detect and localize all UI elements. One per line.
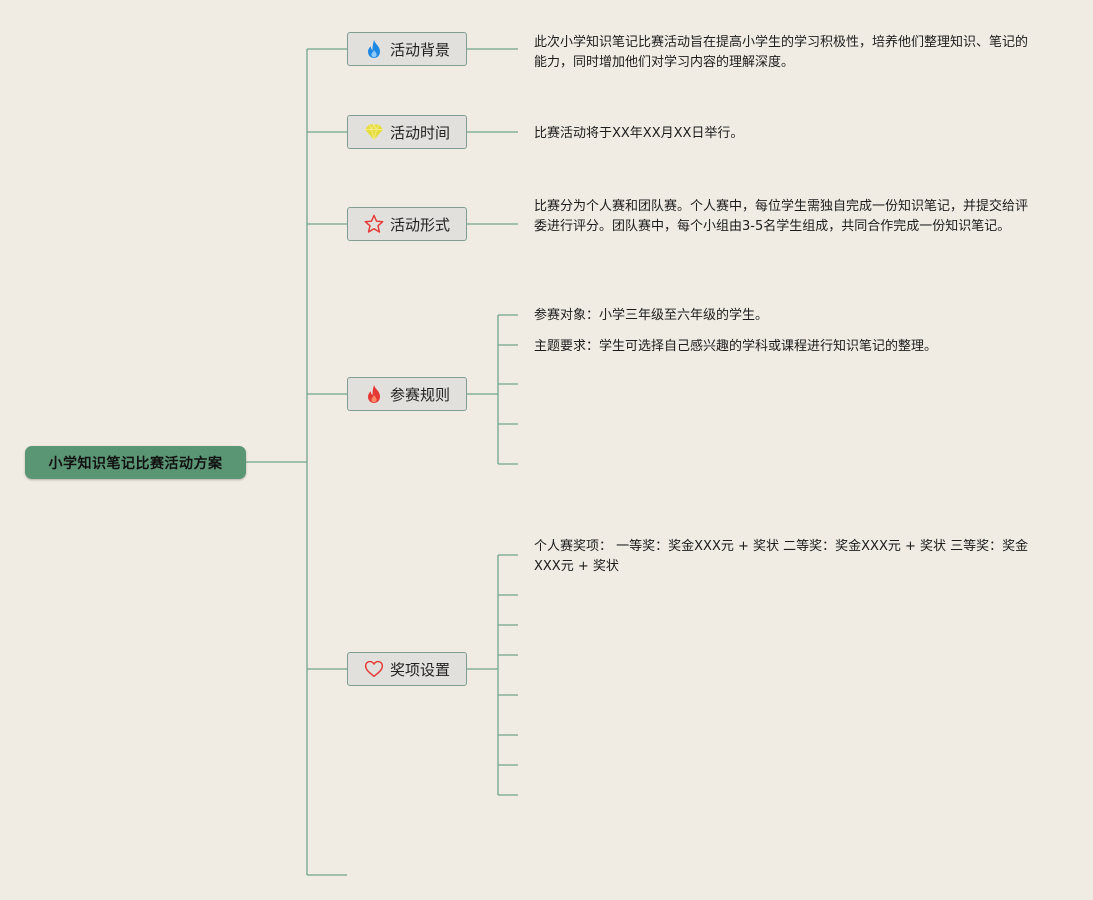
topic-award-setup[interactable]: 奖项设置 <box>347 652 467 686</box>
root-topic-label: 小学知识笔记比赛活动方案 <box>48 455 223 472</box>
note-theme-requirement: 主题要求：学生可选择自己感兴趣的学科或课程进行知识笔记的整理。 <box>534 339 938 354</box>
topic-label: 活动背景 <box>389 40 450 59</box>
gem-icon <box>364 122 384 142</box>
topic-label: 参赛规则 <box>389 385 450 404</box>
topic-activity-format[interactable]: 活动形式 <box>347 207 467 241</box>
note-individual-awards: 个人赛奖项： 一等奖：奖金XXX元 + 奖状 二等奖：奖金XXX元 + 奖状 三… <box>534 539 1029 574</box>
note-activity-format: 比赛分为个人赛和团队赛。个人赛中，每位学生需独自完成一份知识笔记，并提交给评委进… <box>534 199 1029 234</box>
flame-red-icon <box>364 384 384 404</box>
heart-outline-icon <box>364 659 384 679</box>
flame-blue-icon <box>364 39 384 59</box>
topic-label: 奖项设置 <box>389 660 450 679</box>
note-activity-background: 此次小学知识笔记比赛活动旨在提高小学生的学习积极性，培养他们整理知识、笔记的能力… <box>534 35 1029 70</box>
root-topic[interactable]: 小学知识笔记比赛活动方案 <box>25 446 246 479</box>
topic-label: 活动时间 <box>389 123 450 142</box>
star-outline-icon <box>364 214 384 234</box>
topic-label: 活动形式 <box>389 215 450 234</box>
note-activity-time: 比赛活动将于XX年XX月XX日举行。 <box>534 126 744 141</box>
topic-activity-time[interactable]: 活动时间 <box>347 115 467 149</box>
note-entry-target: 参赛对象：小学三年级至六年级的学生。 <box>534 308 769 323</box>
topic-activity-background[interactable]: 活动背景 <box>347 32 467 66</box>
topic-entry-rules[interactable]: 参赛规则 <box>347 377 467 411</box>
